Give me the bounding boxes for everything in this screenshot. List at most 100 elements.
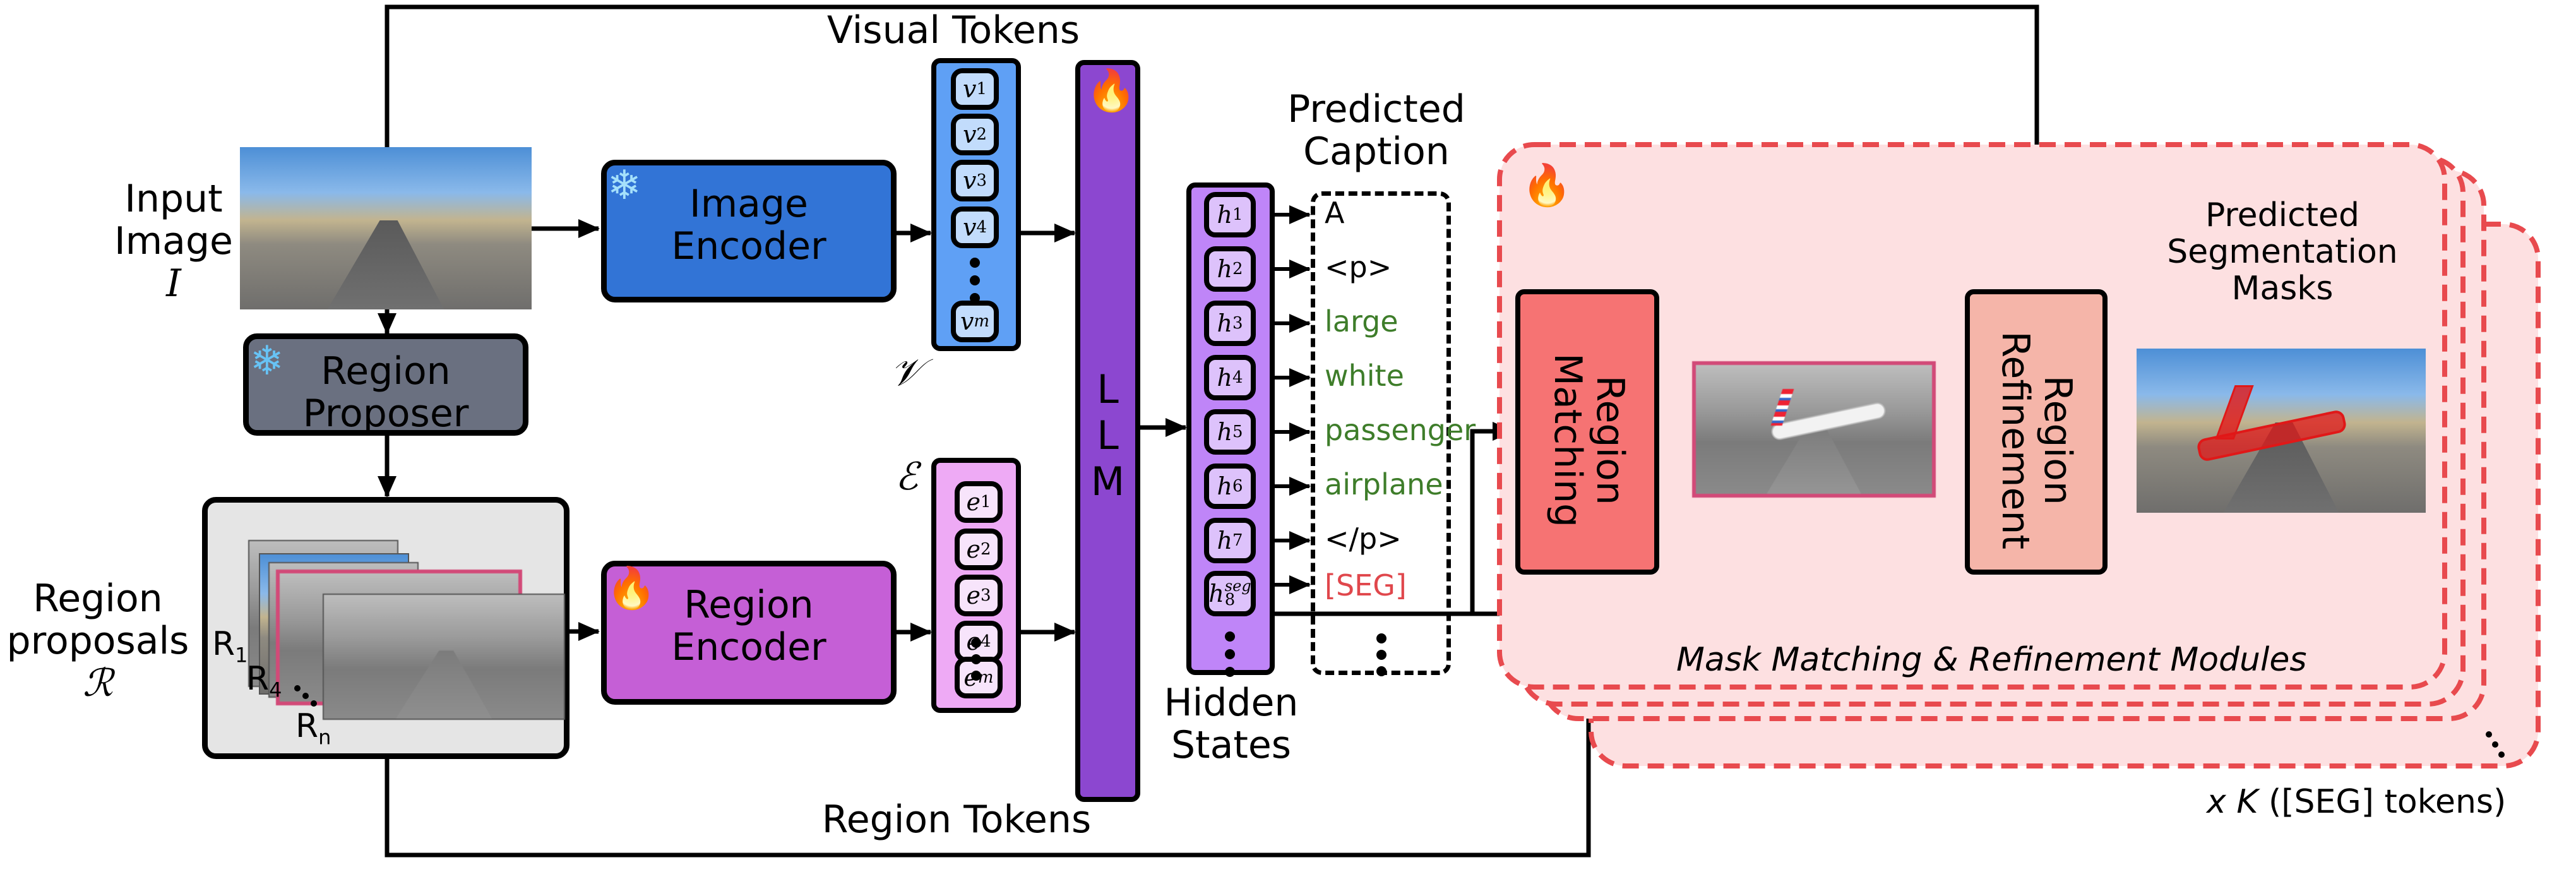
region-proposals-line1: Region [33, 577, 163, 621]
proposal-label-rn-sub: n [318, 725, 331, 750]
llm-letter-3: M [1090, 458, 1125, 505]
caption-word-5: passenger [1325, 413, 1476, 447]
region-proposals-line2: proposals [6, 619, 189, 664]
region-token-1-sub: 1 [980, 493, 991, 511]
proposal-label-r1-base: R [212, 625, 236, 663]
visual-token-1-base: v [962, 75, 977, 103]
hidden-states-title-line1: Hidden [1164, 681, 1299, 725]
region-matching-label: Region Matching [1546, 297, 1632, 583]
caption-word-3: large [1325, 304, 1398, 338]
predicted-caption-title-line2: Caption [1303, 129, 1450, 174]
predicted-masks-title-line3: Masks [2231, 270, 2334, 308]
proposal-label-r4-base: R [246, 660, 270, 698]
region-proposal-card-front [323, 594, 565, 720]
hidden-state-5-base: h [1217, 418, 1232, 446]
snowflake-icon: ❄ [250, 338, 284, 385]
proposal-label-rn: Rn [295, 707, 331, 749]
visual-token-3-base: v [962, 167, 977, 194]
predicted-masks-title-line1: Predicted [2205, 196, 2360, 234]
repeat-k-suffix: ([SEG] tokens) [2268, 783, 2507, 821]
hidden-state-7-base: h [1217, 527, 1232, 554]
predicted-mask-image [2137, 349, 2426, 513]
region-token-2-sub: 2 [980, 540, 991, 559]
image-encoder-line2: Encoder [671, 224, 826, 269]
region-proposer-label: Region Proposer [243, 350, 528, 435]
caption-word-1: A [1325, 196, 1345, 230]
visual-token-2-sub: 2 [976, 125, 987, 144]
hidden-state-7-sub: 7 [1232, 531, 1243, 550]
llm-letter-1: L [1097, 366, 1119, 412]
input-image-symbol: I [166, 261, 181, 306]
proposal-label-r1: R1 [212, 625, 248, 667]
region-proposer-line2: Proposer [302, 392, 469, 436]
input-image-label: Input Image I [107, 177, 240, 306]
proposal-label-r1-sub: 1 [235, 643, 248, 667]
region-proposer-line1: Region [321, 349, 451, 393]
visual-token-1-sub: 1 [976, 80, 987, 99]
region-encoder-label: Region Encoder [601, 583, 897, 669]
hidden-state-3-sub: 3 [1232, 314, 1243, 333]
hidden-state-1-sub: 1 [1232, 205, 1243, 224]
hidden-state-1-base: h [1217, 201, 1232, 229]
region-token-1-base: e [966, 488, 981, 516]
region-token-3-sub: 3 [980, 586, 991, 605]
hidden-state-4-base: h [1217, 364, 1232, 392]
predicted-masks-title-line2: Segmentation [2167, 233, 2398, 272]
hidden-state-6-sub: 6 [1232, 477, 1243, 496]
hidden-state-8-base: h [1208, 580, 1224, 607]
airplane-tail [1770, 389, 1794, 426]
visual-tokens-symbol: 𝒱 [890, 350, 922, 395]
caption-ellipsis [1376, 633, 1386, 676]
visual-token-4-sub: 4 [976, 218, 987, 237]
caption-word-4: white [1325, 359, 1404, 393]
region-refinement-line2: Refinement [1993, 331, 2037, 549]
caption-word-8: [SEG] [1325, 568, 1407, 602]
repeat-k-label: x K ([SEG] tokens) [2207, 783, 2506, 821]
llm-label: L L M [1075, 366, 1140, 505]
snowflake-icon: ❄ [607, 162, 641, 209]
input-image [240, 147, 532, 309]
image-encoder-line1: Image [689, 182, 808, 226]
region-token-4-sub: 4 [980, 632, 991, 651]
proposal-diagonal-dots [294, 685, 319, 710]
visual-tokens-ellipsis [970, 258, 980, 303]
predicted-caption-title-line1: Predicted [1287, 87, 1465, 131]
hidden-state-5-sub: 5 [1232, 422, 1243, 441]
hidden-states-title: Hidden States [1155, 681, 1307, 768]
hidden-state-4-sub: 4 [1232, 368, 1243, 387]
region-matching-box [1515, 289, 1659, 575]
region-proposals-label: Region proposals ℛ [6, 577, 189, 705]
fire-icon: 🔥 [1522, 162, 1572, 209]
region-tokens-symbol: ℰ [895, 455, 919, 499]
fire-icon: 🔥 [606, 565, 657, 612]
image-encoder-label: Image Encoder [601, 182, 897, 269]
region-proposer-box [243, 333, 528, 436]
hidden-state-2-base: h [1217, 255, 1232, 283]
stack-diagonal-dots [2486, 731, 2511, 760]
visual-token-5-sub: m [974, 312, 990, 331]
caption-word-7: </p> [1325, 522, 1402, 556]
front-card-road [396, 650, 492, 719]
region-token-2-base: e [966, 535, 981, 563]
input-image-label-line2: Image [114, 219, 233, 264]
hidden-state-8-sup: seg [1224, 577, 1251, 595]
visual-token-5-base: v [960, 308, 974, 335]
proposal-label-r4: R4 [246, 660, 282, 702]
caption-word-2: <p> [1325, 250, 1392, 284]
region-refinement-line1: Region [2036, 375, 2080, 505]
visual-tokens-title: Visual Tokens [826, 8, 1080, 52]
mask-modules-title: Mask Matching & Refinement Modules [1676, 641, 2307, 679]
hidden-states-title-line2: States [1171, 723, 1292, 768]
